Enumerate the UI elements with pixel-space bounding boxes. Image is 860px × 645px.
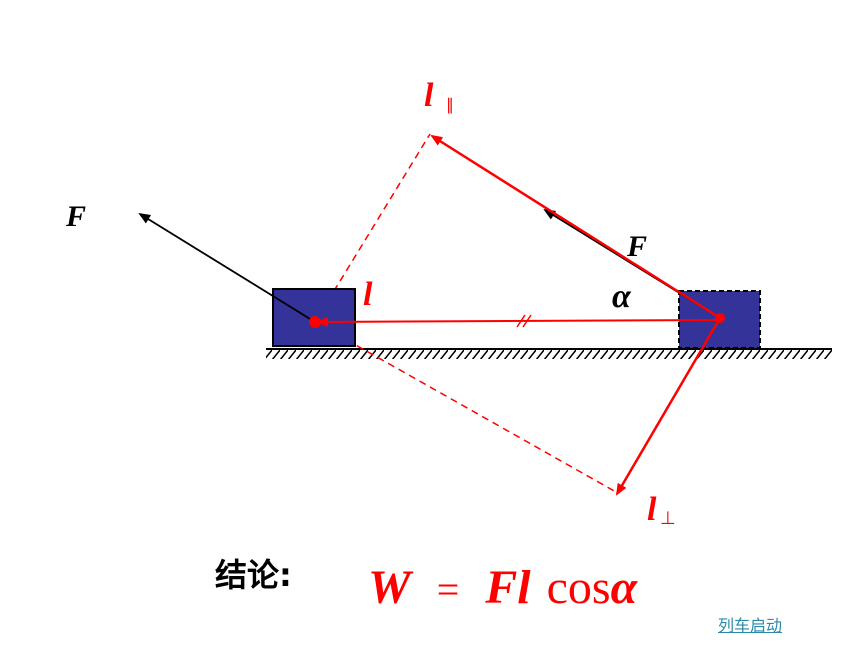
svg-text:⊥: ⊥	[660, 508, 676, 529]
equal-tick-marks	[516, 314, 532, 328]
perpendicular-label: l ⊥	[647, 491, 676, 529]
ground-surface	[266, 348, 832, 359]
formula-equals: =	[436, 567, 460, 612]
displacement-arrow	[316, 316, 721, 327]
center-point-final	[715, 313, 725, 323]
force-label-right: F	[626, 230, 647, 263]
formula-alpha: α	[610, 561, 638, 614]
formula-f: F	[485, 561, 518, 614]
svg-text:∥: ∥	[446, 95, 454, 114]
parallel-label: l ∥	[424, 77, 454, 114]
force-label-left: F	[65, 200, 86, 233]
displacement-label: l	[363, 276, 373, 313]
formula-w: W	[368, 561, 411, 614]
work-formula: W = Fl cosα	[368, 560, 637, 615]
conclusion-label: 结论:	[215, 556, 292, 594]
formula-l: l	[517, 561, 531, 614]
force-arrow-left	[138, 212, 316, 323]
svg-text:l: l	[424, 77, 434, 114]
formula-cos: cos	[546, 561, 611, 614]
center-point-initial	[309, 316, 321, 328]
svg-text:l: l	[647, 491, 657, 528]
projection-dashed-lines	[314, 133, 617, 493]
angle-label: α	[612, 278, 632, 315]
train-start-link[interactable]: 列车启动	[718, 616, 783, 635]
parallel-component-arrow	[430, 134, 721, 320]
perpendicular-component-arrow	[615, 317, 722, 496]
